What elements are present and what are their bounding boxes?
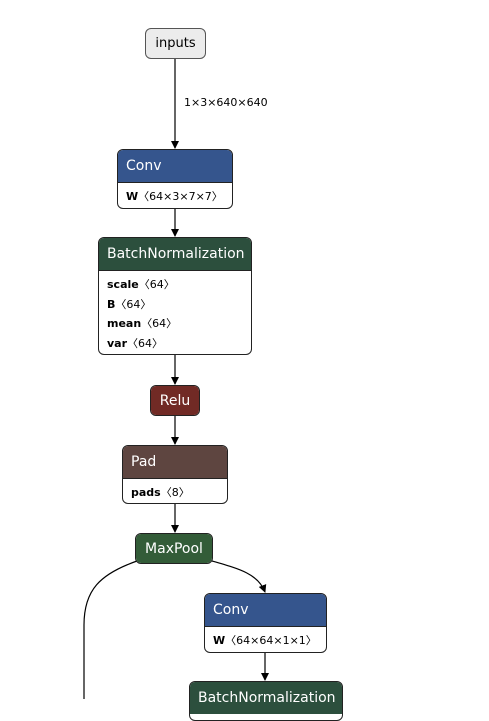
- node-conv-2-title: Conv: [213, 602, 249, 618]
- node-conv-1-title: Conv: [126, 158, 162, 174]
- node-batchnormalization-1-header: BatchNormalization: [99, 238, 251, 270]
- attr-name: var: [107, 336, 128, 350]
- attr-row: W〈64×64×1×1〉: [213, 631, 318, 651]
- node-conv-2[interactable]: Conv W〈64×64×1×1〉: [204, 593, 327, 653]
- node-conv-1[interactable]: Conv W〈64×3×7×7〉: [117, 149, 233, 209]
- attr-row: var〈64〉: [107, 334, 243, 354]
- attr-row: scale〈64〉: [107, 275, 243, 295]
- node-relu-title: Relu: [159, 393, 191, 409]
- edge-maxpool-skip: [83, 560, 138, 699]
- attr-row: mean〈64〉: [107, 314, 243, 334]
- node-maxpool-header: MaxPool: [136, 534, 212, 563]
- attr-value: 〈8〉: [160, 486, 190, 499]
- node-conv-2-header: Conv: [205, 594, 326, 626]
- attr-value: 〈64×3×7×7〉: [138, 190, 223, 203]
- attr-row: pads〈8〉: [131, 483, 219, 503]
- attr-value: 〈64〉: [127, 336, 164, 350]
- node-conv-1-header: Conv: [118, 150, 232, 182]
- node-relu[interactable]: Relu: [150, 385, 200, 416]
- node-conv-2-attrs: W〈64×64×1×1〉: [205, 626, 326, 652]
- node-batchnormalization-1-attrs: scale〈64〉 B〈64〉 mean〈64〉 var〈64〉: [99, 270, 251, 354]
- attr-name: scale: [107, 278, 139, 291]
- attr-name: W: [213, 634, 226, 647]
- edge-maxpool-conv: [211, 560, 267, 593]
- node-relu-header: Relu: [151, 386, 199, 415]
- node-pad[interactable]: Pad pads〈8〉: [122, 445, 228, 504]
- node-maxpool-title: MaxPool: [145, 541, 203, 557]
- node-maxpool[interactable]: MaxPool: [135, 533, 213, 564]
- node-pad-header: Pad: [123, 446, 227, 478]
- node-batchnormalization-2-title: BatchNormalization: [198, 690, 336, 706]
- node-pad-attrs: pads〈8〉: [123, 478, 227, 503]
- attr-value: 〈64〉: [141, 317, 178, 330]
- node-batchnormalization-2[interactable]: BatchNormalization: [189, 681, 343, 721]
- node-inputs[interactable]: inputs: [145, 28, 206, 59]
- attr-name: W: [126, 190, 139, 203]
- attr-value: 〈64×64×1×1〉: [225, 634, 317, 647]
- node-inputs-label: inputs: [155, 36, 196, 51]
- node-batchnormalization-1[interactable]: BatchNormalization scale〈64〉 B〈64〉 mean〈…: [98, 237, 252, 355]
- node-batchnormalization-2-header: BatchNormalization: [190, 682, 342, 714]
- attr-row: W〈64×3×7×7〉: [126, 187, 224, 207]
- attr-row: B〈64〉: [107, 295, 243, 315]
- node-conv-1-attrs: W〈64×3×7×7〉: [118, 182, 232, 208]
- attr-name: B: [107, 297, 116, 311]
- attr-name: pads: [131, 486, 161, 499]
- graph-edges: [83, 59, 269, 699]
- attr-name: mean: [107, 317, 142, 330]
- edge-label-input-shape: 1×3×640×640: [184, 96, 268, 109]
- attr-value: 〈64〉: [115, 297, 152, 311]
- node-batchnormalization-1-title: BatchNormalization: [107, 246, 245, 262]
- node-pad-title: Pad: [131, 454, 157, 470]
- attr-value: 〈64〉: [138, 278, 175, 291]
